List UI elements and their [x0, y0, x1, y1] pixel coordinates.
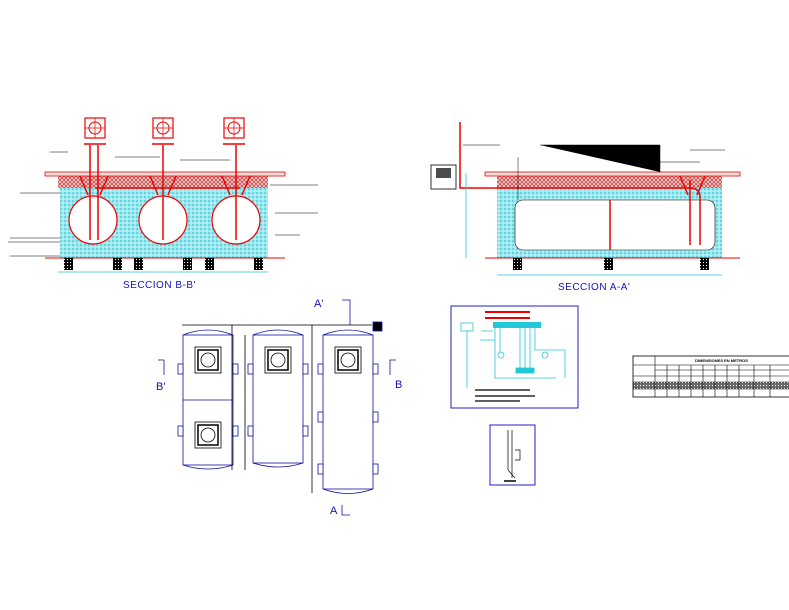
table-header: DIMENSIONES EN METROS: [695, 358, 748, 363]
footings: [64, 258, 263, 270]
hatched-slab: [497, 176, 722, 188]
manholes: [194, 346, 362, 449]
vent-cap-icon: [223, 117, 245, 145]
nozzles: [177, 363, 379, 475]
roof-slab: [44, 171, 286, 177]
inner-tank: [514, 199, 716, 251]
section-marker-a-bottom: A: [330, 505, 338, 517]
vent-cap-icon: [152, 117, 174, 145]
dimensions-table: DIMENSIONES EN METROS: [632, 355, 789, 398]
vent-cap-icon: [84, 117, 106, 145]
section-markers: [158, 299, 396, 516]
leaders: [463, 144, 725, 200]
detail-box: [489, 424, 536, 486]
vent-caps: [84, 117, 245, 145]
leaders: [8, 151, 318, 257]
section-marker-b-left: B': [156, 381, 165, 393]
roof-slab: [484, 171, 741, 177]
dimension-lines: [465, 173, 722, 276]
section-bb: SECCION B-B': [8, 117, 318, 291]
section-marker-b-right: B: [395, 379, 402, 391]
section-title: SECCION B-B': [123, 280, 196, 291]
pipes: [79, 145, 251, 240]
section-aa: SECCION A-A': [430, 122, 741, 293]
wiring-detail: [450, 305, 579, 409]
section-marker-a-top: A': [314, 298, 323, 310]
pipes: [459, 122, 706, 250]
footings: [513, 258, 709, 270]
plan-view: [158, 299, 396, 516]
section-title: SECCION A-A': [558, 282, 630, 293]
